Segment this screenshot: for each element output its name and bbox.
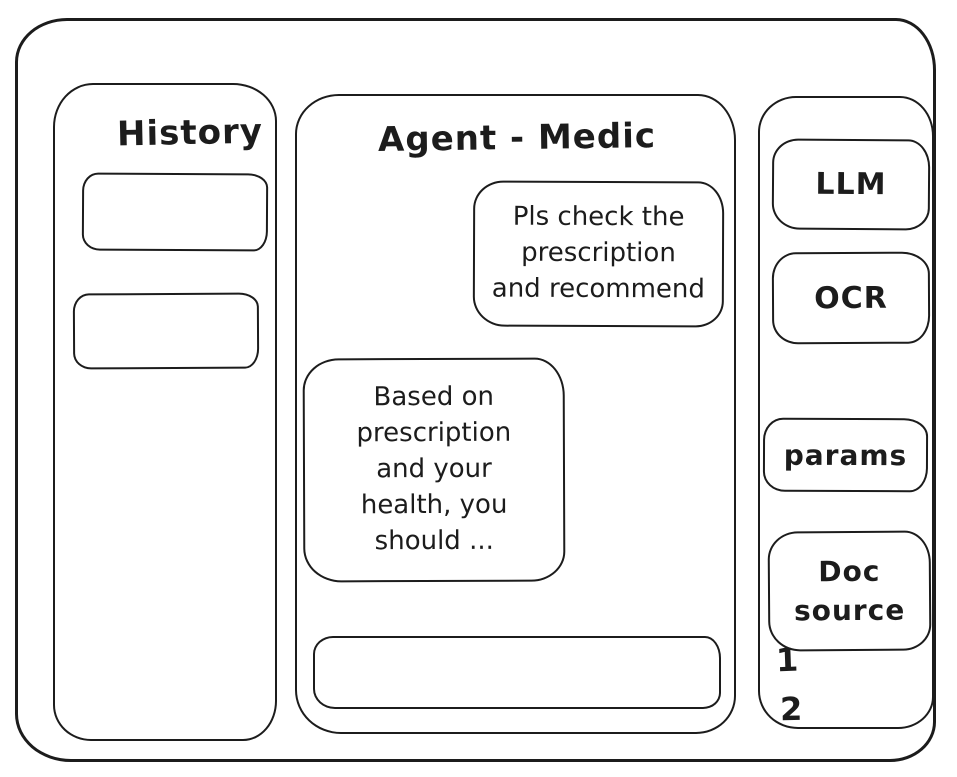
app-window: History Agent - Medic Pls check the pres… xyxy=(15,18,936,762)
history-panel: History xyxy=(53,83,277,741)
doc-source-item-2[interactable]: 2 xyxy=(779,689,803,729)
user-message-bubble: Pls check the prescription and recommend xyxy=(472,180,725,328)
message-input[interactable] xyxy=(313,636,721,709)
history-title: History xyxy=(116,111,264,155)
assistant-message-bubble: Based on prescription and your health, y… xyxy=(302,357,566,583)
ocr-button[interactable]: OCR xyxy=(771,251,931,345)
agent-title: Agent - Medic xyxy=(377,116,657,160)
tools-panel: LLM OCR params Doc source 1 2 xyxy=(758,96,934,729)
chat-panel: Agent - Medic Pls check the prescription… xyxy=(295,94,736,734)
doc-source-button[interactable]: Doc source xyxy=(767,530,932,652)
params-button[interactable]: params xyxy=(762,417,929,493)
history-item[interactable] xyxy=(72,292,260,370)
history-item[interactable] xyxy=(81,172,269,252)
llm-button[interactable]: LLM xyxy=(771,138,931,231)
doc-source-item-1[interactable]: 1 xyxy=(775,640,799,680)
